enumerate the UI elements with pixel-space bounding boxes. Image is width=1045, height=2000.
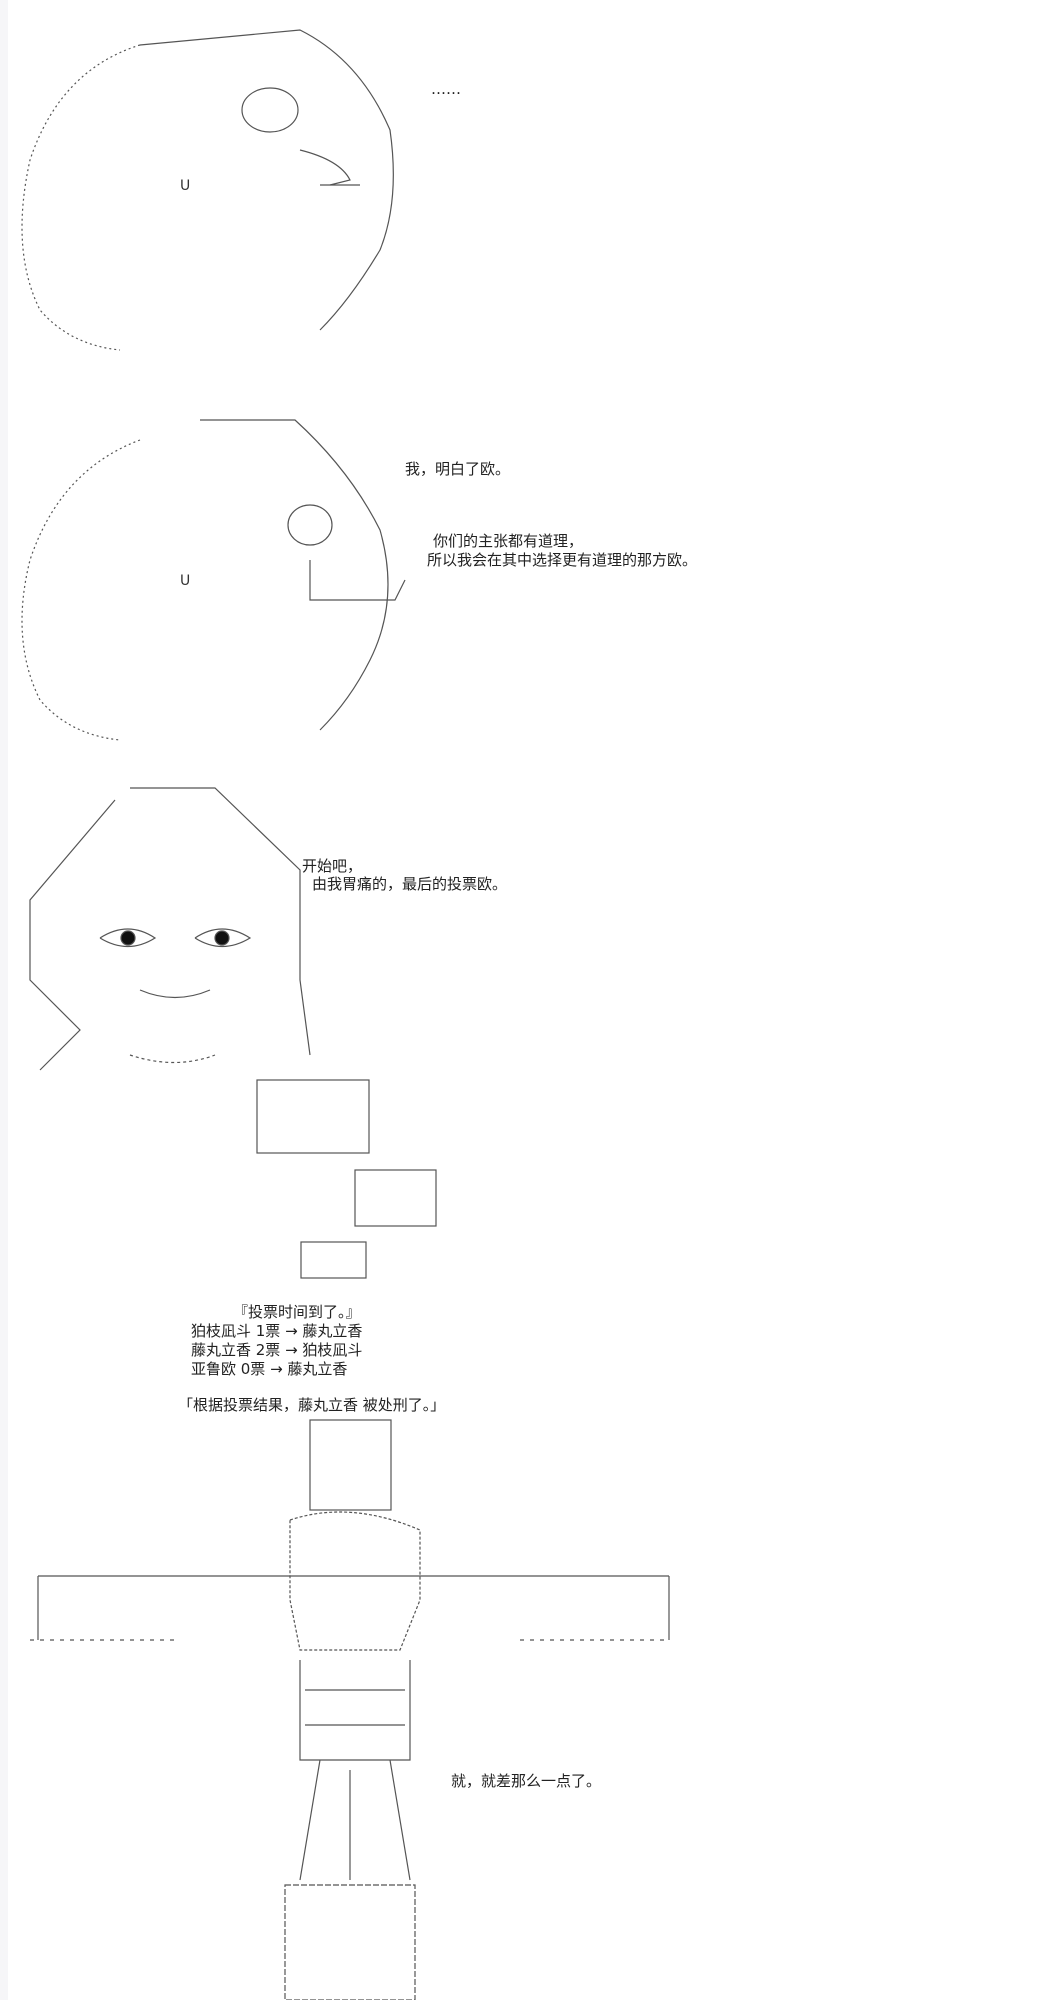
dialogue-line: 开始吧， [302,857,363,875]
dialogue-line: 我，明白了欧。 [405,460,511,478]
crucified-figure [30,1419,670,2000]
ellipsis-text: …… [431,80,461,98]
svg-text:U: U [180,573,190,589]
svg-text:U: U [180,178,190,194]
page-margin [0,0,8,2000]
character-blob-2: U [21,419,406,741]
dialogue-line: 由我胃痛的，最后的投票欧。 [312,875,508,893]
box-1 [256,1079,370,1154]
dialogue-line: 你们的主张都有道理， [433,532,584,550]
vote-result: 藤丸立香 2票 → 狛枝凪斗 [191,1341,363,1359]
vote-title: 『投票时间到了。』 [233,1303,361,1321]
vote-result: 亚鲁欧 0票 → 藤丸立香 [191,1360,348,1378]
box-2 [354,1169,437,1227]
character-blob-1: U [21,29,394,351]
vote-verdict: 「根据投票结果，藤丸立香 被处刑了。」 [178,1396,446,1414]
box-3 [300,1241,367,1279]
character-face [29,787,311,1071]
dialogue-line: 就，就差那么一点了。 [451,1772,602,1790]
vote-result: 狛枝凪斗 1票 → 藤丸立香 [191,1322,363,1340]
dialogue-line: 所以我会在其中选择更有道理的那方欧。 [427,551,698,569]
